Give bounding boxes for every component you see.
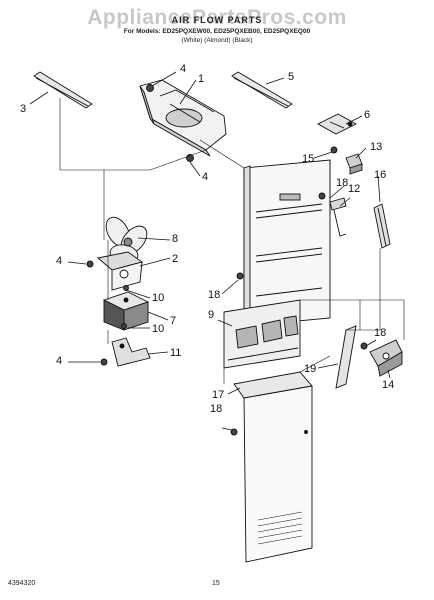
color-list: (White) (Almond) (Black) bbox=[181, 37, 253, 44]
assembly-lines bbox=[59, 98, 405, 384]
callout-13: 13 bbox=[370, 141, 382, 153]
part-13-block bbox=[345, 153, 363, 175]
part-16-strip bbox=[373, 203, 391, 249]
watermark-text: AppliancePartsPros.com bbox=[87, 6, 347, 29]
callout-17: 17 bbox=[212, 389, 224, 401]
callout-3: 3 bbox=[20, 103, 26, 115]
part-1-air-duct bbox=[139, 79, 227, 157]
callout-6: 6 bbox=[364, 109, 370, 121]
callout-15: 15 bbox=[302, 153, 314, 165]
callout-16: 16 bbox=[374, 169, 386, 181]
part-7-motor bbox=[102, 291, 150, 331]
callout-labels: 4 1 3 5 6 4 8 4 2 10 7 10 4 11 15 13 16 … bbox=[20, 63, 394, 415]
part-14-damper bbox=[369, 339, 403, 377]
page-number: 15 bbox=[212, 580, 220, 587]
callout-9: 9 bbox=[208, 309, 214, 321]
leader-lines bbox=[29, 71, 391, 431]
callout-2: 2 bbox=[172, 253, 178, 265]
part-5-strip bbox=[231, 71, 293, 109]
part-9-panel bbox=[223, 299, 301, 369]
callout-5: 5 bbox=[288, 71, 294, 83]
callout-4: 4 bbox=[202, 171, 208, 183]
part-6-bracket bbox=[317, 113, 357, 135]
rear-panel bbox=[243, 159, 331, 327]
part-17-cover bbox=[233, 371, 313, 563]
diagram-title: AIR FLOW PARTS bbox=[171, 15, 263, 25]
part-11-mount bbox=[111, 337, 151, 367]
callout-10: 10 bbox=[152, 323, 164, 335]
callout-18: 18 bbox=[374, 327, 386, 339]
document-number: 4394320 bbox=[8, 580, 36, 587]
callout-12: 12 bbox=[348, 183, 360, 195]
model-list: For Models: ED25PQXEW00, ED25PQXEB00, ED… bbox=[123, 28, 311, 35]
callout-19: 19 bbox=[304, 363, 316, 375]
callout-14: 14 bbox=[382, 379, 394, 391]
callout-18: 18 bbox=[210, 403, 222, 415]
callout-10: 10 bbox=[152, 292, 164, 304]
screws bbox=[86, 84, 368, 436]
callout-4: 4 bbox=[180, 63, 186, 75]
part-3-strip bbox=[33, 71, 93, 109]
callout-1: 1 bbox=[198, 73, 204, 85]
callout-18: 18 bbox=[208, 289, 220, 301]
callout-8: 8 bbox=[172, 233, 178, 245]
part-19-strip bbox=[335, 325, 357, 389]
callout-4: 4 bbox=[56, 355, 62, 367]
callout-18: 18 bbox=[336, 177, 348, 189]
part-2-bracket bbox=[97, 251, 144, 291]
callout-4: 4 bbox=[56, 255, 62, 267]
callout-7: 7 bbox=[170, 315, 176, 327]
callout-11: 11 bbox=[170, 347, 181, 359]
part-12-clip bbox=[329, 197, 347, 237]
